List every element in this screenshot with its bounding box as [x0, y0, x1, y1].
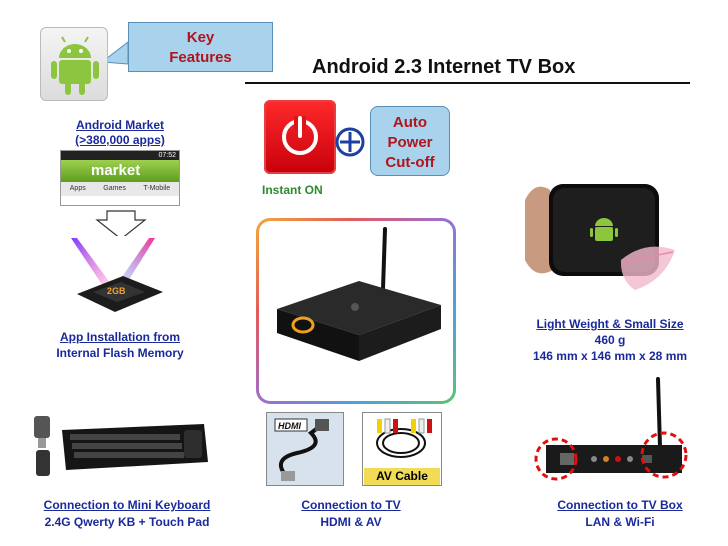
tv-connection-line1[interactable]: Connection to TV — [301, 498, 401, 512]
auto-line3: Cut-off — [385, 154, 435, 171]
key-features-line1: Key — [186, 29, 215, 46]
keyboard-line2: 2.4G Qwerty KB + Touch Pad — [44, 515, 210, 529]
size-line1[interactable]: Light Weight & Small Size — [536, 317, 684, 331]
market-header: market — [61, 160, 179, 182]
size-line3: 146 mm x 146 mm x 28 mm — [532, 349, 688, 363]
auto-line1: Auto — [392, 114, 428, 131]
box-connection-line2: LAN & Wi-Fi — [585, 515, 655, 529]
tv-box-rear-image — [530, 375, 692, 485]
keyboard-line1[interactable]: Connection to Mini Keyboard — [43, 498, 211, 512]
market-label-line2[interactable]: (>380,000 apps) — [75, 133, 165, 147]
market-tab: T-Mobile — [143, 185, 171, 192]
tv-box-image — [256, 218, 456, 404]
down-arrow-icon — [95, 210, 147, 240]
instant-on-label: Instant ON — [262, 183, 323, 197]
box-connection-line1[interactable]: Connection to TV Box — [557, 498, 683, 512]
chip-label: 2GB — [107, 286, 126, 296]
hand-holding-box-image — [525, 180, 681, 306]
auto-line2: Power — [387, 134, 433, 151]
market-label-line1[interactable]: Android Market — [75, 118, 164, 132]
android-logo-icon — [40, 27, 108, 101]
storage-label-line2: Internal Flash Memory — [56, 346, 184, 360]
market-tabs: Apps Games T-Mobile — [61, 182, 179, 196]
page-title: Android 2.3 Internet TV Box — [312, 56, 576, 78]
storage-label-line1[interactable]: App Installation from — [60, 330, 180, 344]
flash-chip-image: 2GB — [63, 236, 170, 318]
title-rule — [245, 82, 690, 84]
market-screenshot: 07:52 market Apps Games T-Mobile — [60, 150, 180, 206]
tv-connection-line2: HDMI & AV — [320, 515, 382, 529]
market-status-bar: 07:52 — [61, 151, 179, 160]
plus-icon — [335, 127, 365, 157]
hdmi-cable-image: HDMI — [266, 412, 344, 486]
callout-pointer — [100, 40, 129, 65]
key-features-callout: Key Features — [128, 22, 273, 72]
market-tab: Apps — [69, 185, 86, 192]
size-line2: 460 g — [594, 333, 626, 347]
mini-keyboard-image — [28, 410, 213, 482]
av-cable-label: AV Cable — [364, 468, 440, 485]
hdmi-logo: HDMI — [278, 421, 301, 431]
key-features-line2: Features — [169, 49, 232, 66]
market-tab: Games — [103, 185, 126, 192]
auto-power-cutoff-callout: Auto Power Cut-off — [370, 106, 450, 176]
power-button-image — [264, 100, 336, 174]
